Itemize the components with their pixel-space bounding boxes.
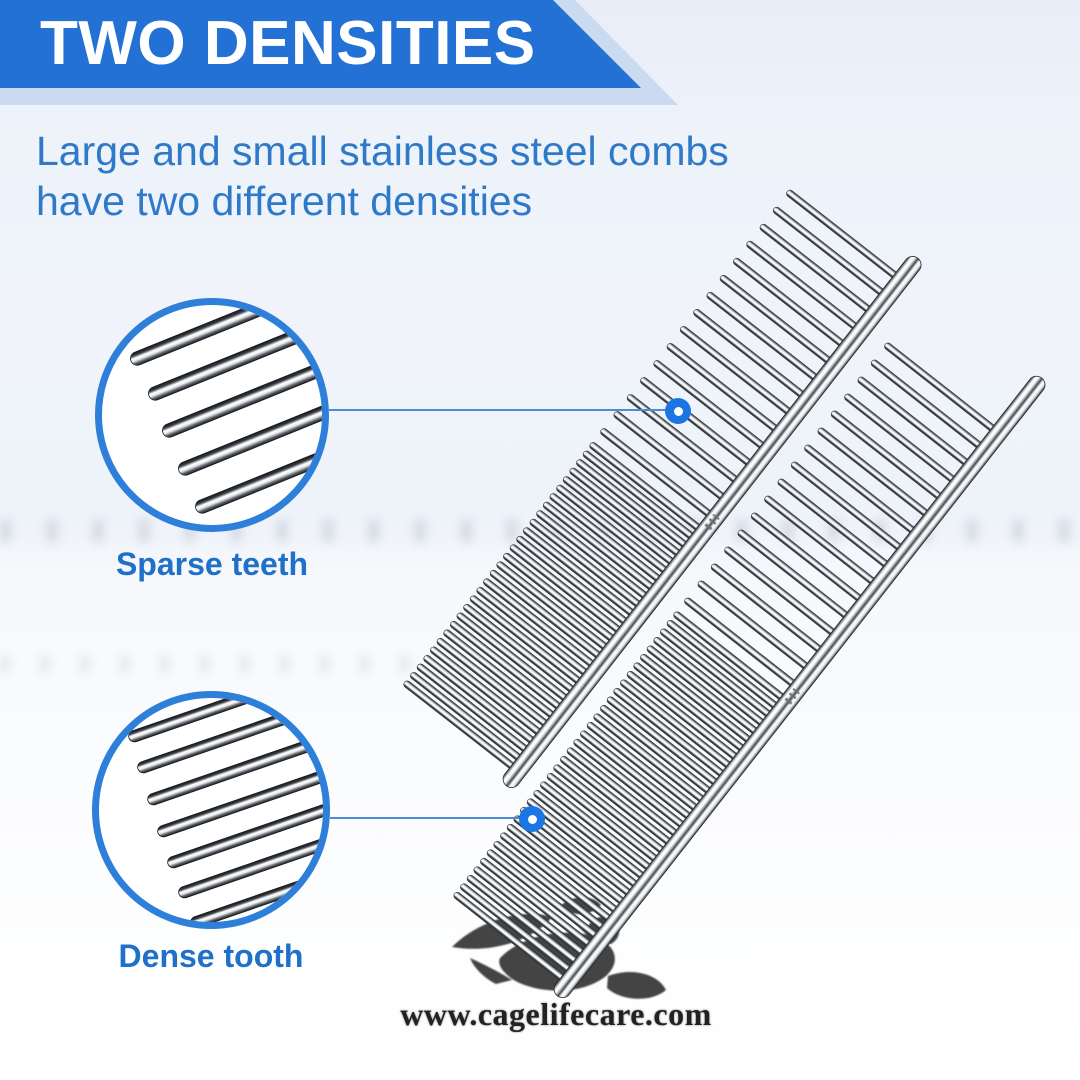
sparse-teeth-label: Sparse teeth bbox=[115, 546, 309, 582]
dense-teeth-magnifier-circle bbox=[92, 691, 330, 929]
subtitle-text: Large and small stainless steel combs ha… bbox=[36, 126, 729, 226]
dense-point-dot bbox=[519, 806, 545, 832]
sparse-connector-line bbox=[329, 409, 678, 411]
page-title: TWO DENSITIES bbox=[40, 9, 536, 78]
subtitle-line-2: have two different densities bbox=[36, 178, 533, 224]
stainless-steel-combs bbox=[403, 189, 1046, 998]
title-banner: TWO DENSITIES bbox=[0, 0, 641, 88]
large-comb bbox=[453, 342, 1046, 998]
small-comb bbox=[403, 189, 922, 788]
watermark-url: www.cagelifecare.com bbox=[400, 996, 712, 1032]
subtitle-line-1: Large and small stainless steel combs bbox=[36, 128, 729, 174]
dense-tooth-label: Dense tooth bbox=[118, 938, 304, 974]
dense-connector-line bbox=[330, 817, 532, 819]
sparse-teeth-magnifier-circle bbox=[95, 298, 329, 532]
sparse-point-dot bbox=[665, 398, 691, 424]
magnified-teeth-image bbox=[130, 305, 322, 514]
magnified-teeth-image bbox=[128, 698, 323, 922]
